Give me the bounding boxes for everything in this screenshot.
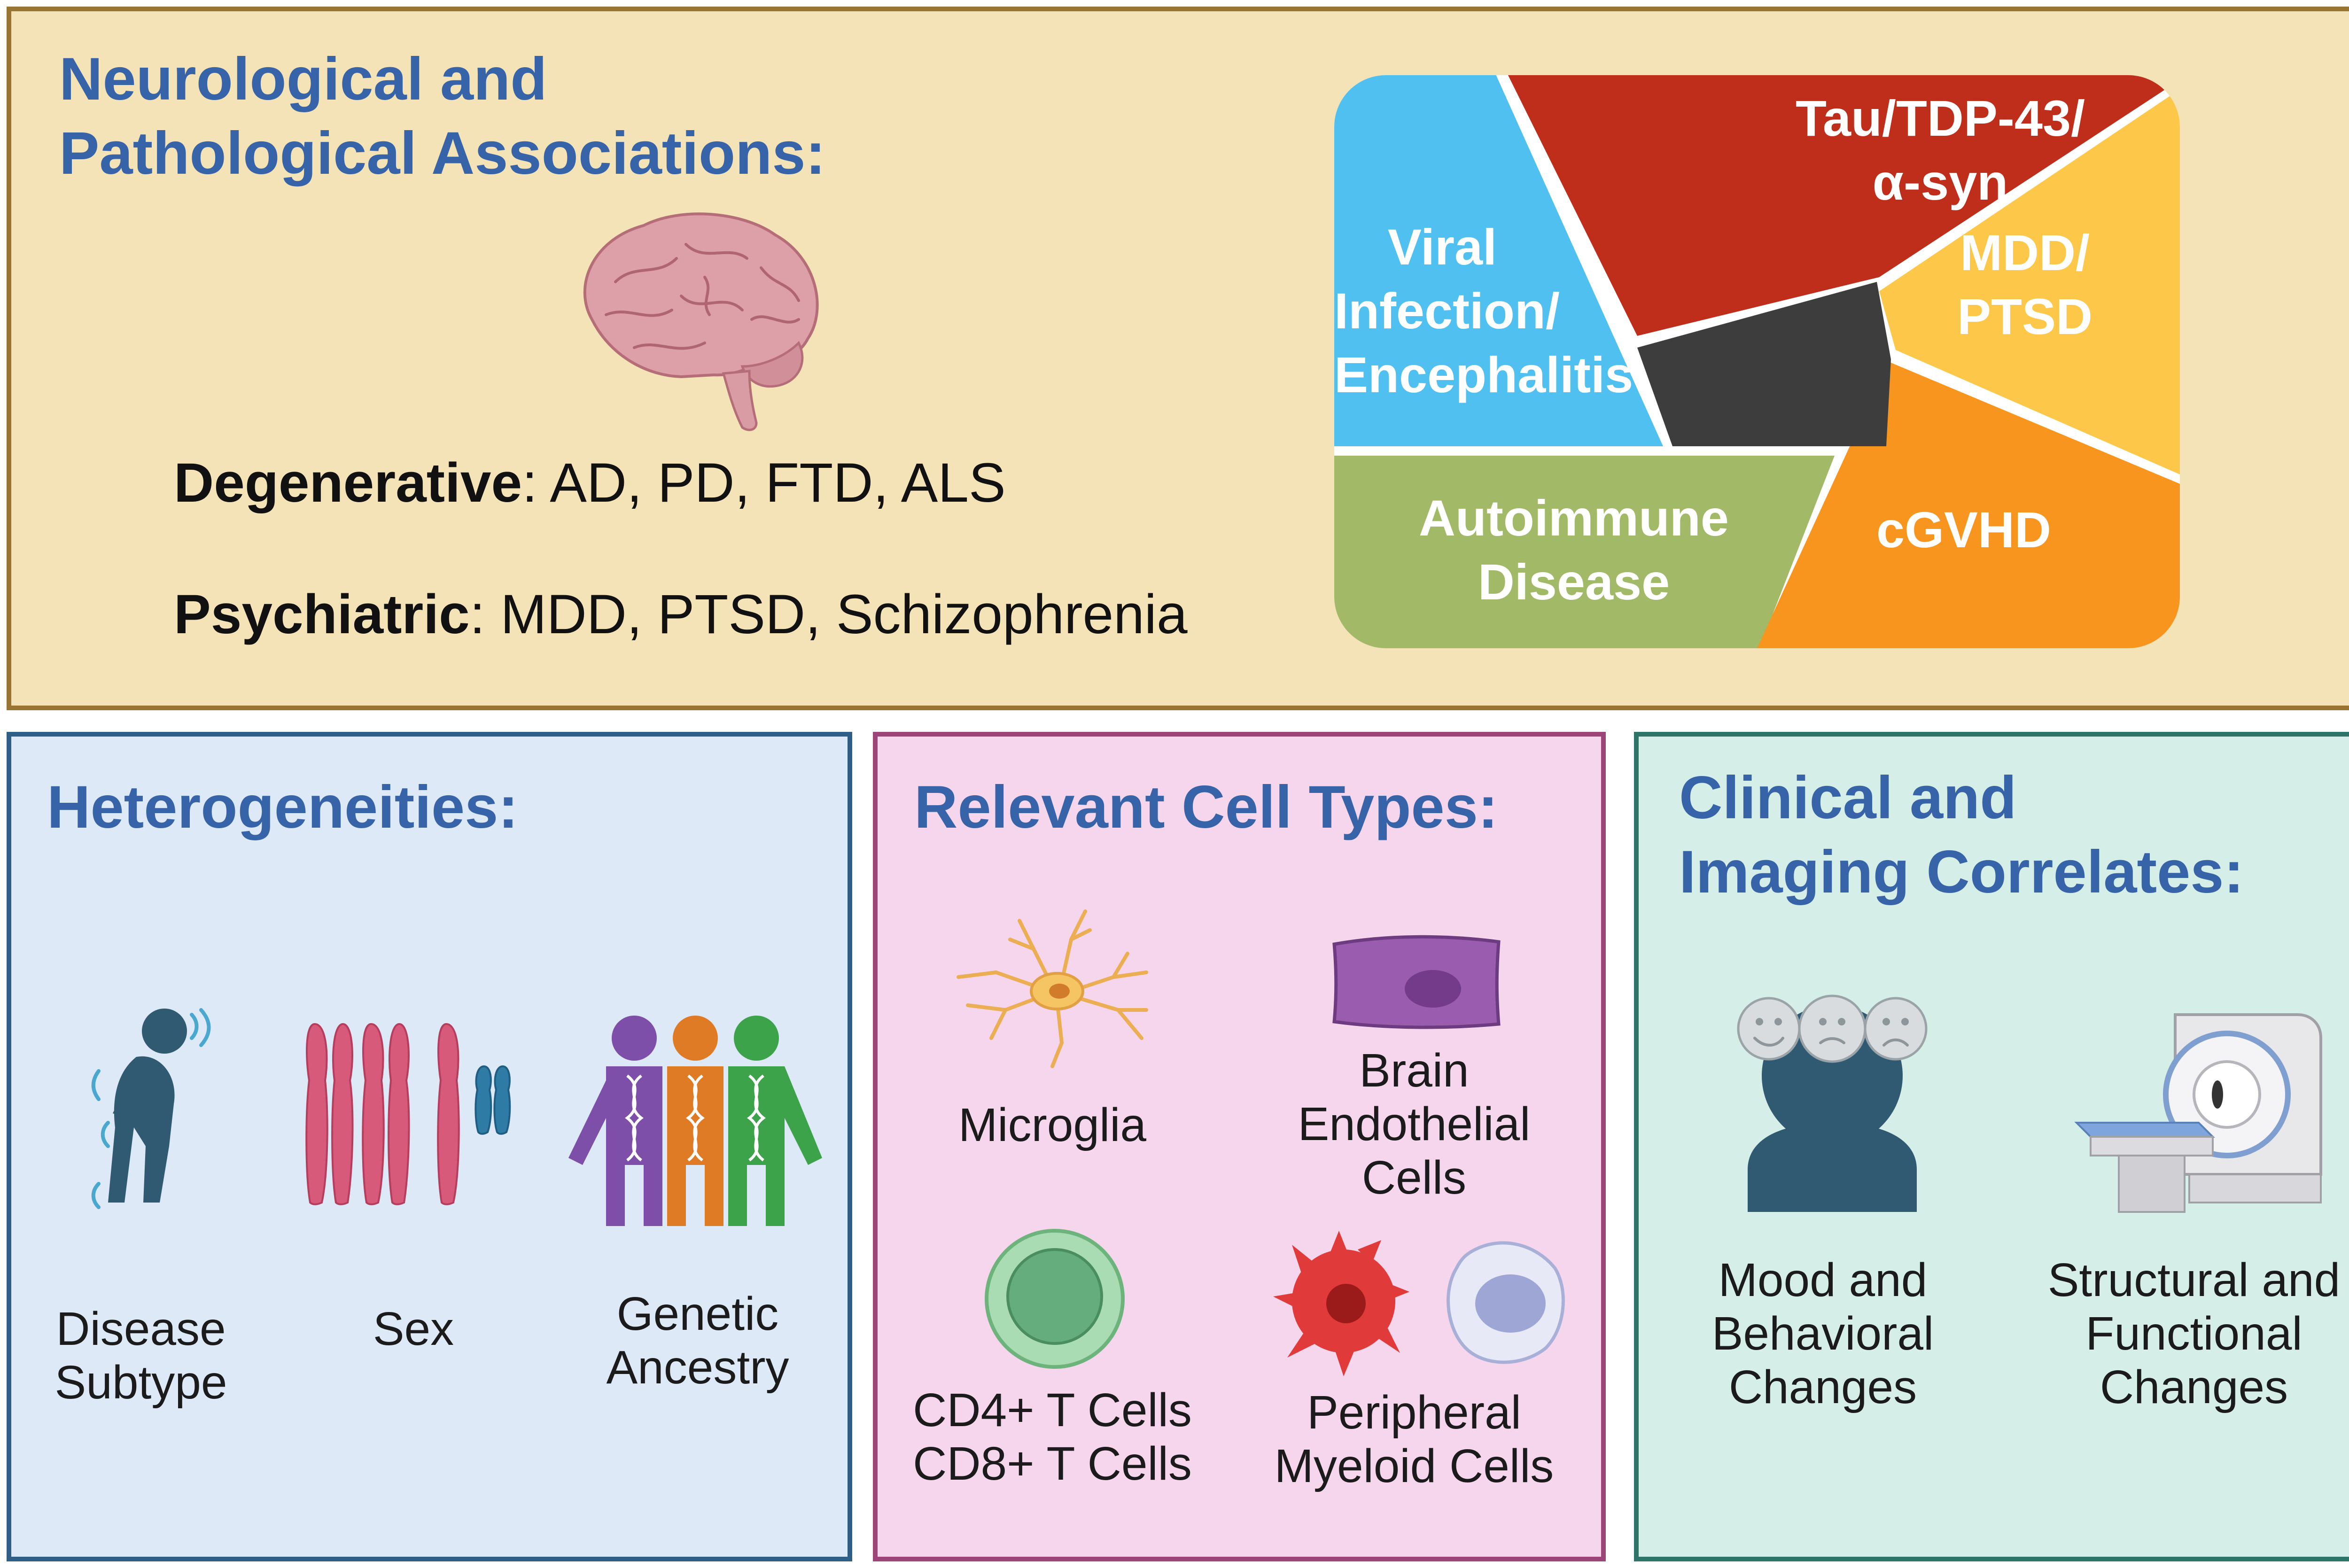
wedge-mdd-label: MDD/ PTSD [1957, 224, 2093, 345]
microglia-icon [957, 909, 1148, 1068]
wedge-viral-label: Viral Infection/ Encephalitis [1334, 218, 1633, 403]
wedge-cgvhd-label: cGVHD [1876, 501, 2052, 558]
t-cell-icon [985, 1229, 1125, 1369]
degenerative-list: Degenerative: AD, PD, FTD, ALS [174, 452, 1006, 514]
heterogeneities-title: Heterogeneities: [47, 774, 518, 841]
disease-subtype-label: Disease Subtype [54, 1303, 227, 1409]
clinical-imaging-title: Clinical and Imaging Correlates: [1679, 764, 2244, 906]
genetic-ancestry-label: Genetic Ancestry [606, 1288, 789, 1394]
association-diagram [1334, 75, 2180, 648]
myeloid-label: Peripheral Myeloid Cells [1274, 1386, 1554, 1492]
cell-types-panel [873, 732, 1606, 1561]
neuro-associations-title: Neurological and Pathological Associatio… [59, 46, 826, 187]
sex-label: Sex [373, 1303, 454, 1355]
myeloid-cells-icon [1273, 1231, 1565, 1376]
endothelial-cell-icon [1332, 935, 1501, 1029]
wedge-autoimmune [1334, 456, 1835, 648]
psychiatric-list: Psychiatric: MDD, PTSD, Schizophrenia [174, 583, 1188, 645]
wedge-autoimmune-label: Autoimmune Disease [1419, 489, 1729, 610]
wedge-tau-label: Tau/TDP-43/ α-syn [1795, 90, 2085, 210]
wedge-tau [1506, 75, 2180, 336]
wedge-viral [1334, 75, 1663, 446]
mood-behavioral-label: Mood and Behavioral Changes [1711, 1254, 1934, 1413]
microglia-label: Microglia [958, 1099, 1147, 1151]
ancestry-people-icon [568, 1016, 822, 1226]
cell-types-title: Relevant Cell Types: [914, 774, 1498, 841]
mood-person-icon [1737, 994, 1928, 1212]
endothelial-label: Brain Endothelial Cells [1298, 1044, 1531, 1204]
t-cells-label: CD4+ T Cells CD8+ T Cells [913, 1384, 1192, 1490]
hunched-person-icon [91, 1008, 211, 1209]
chromosomes-icon [305, 1023, 511, 1205]
brain-icon [583, 212, 819, 431]
structural-functional-label: Structural and Functional Changes [2047, 1254, 2341, 1413]
wedge-center [1637, 282, 1891, 446]
mri-scanner-icon [2074, 1013, 2322, 1213]
wedge-mdd [1879, 89, 2180, 474]
